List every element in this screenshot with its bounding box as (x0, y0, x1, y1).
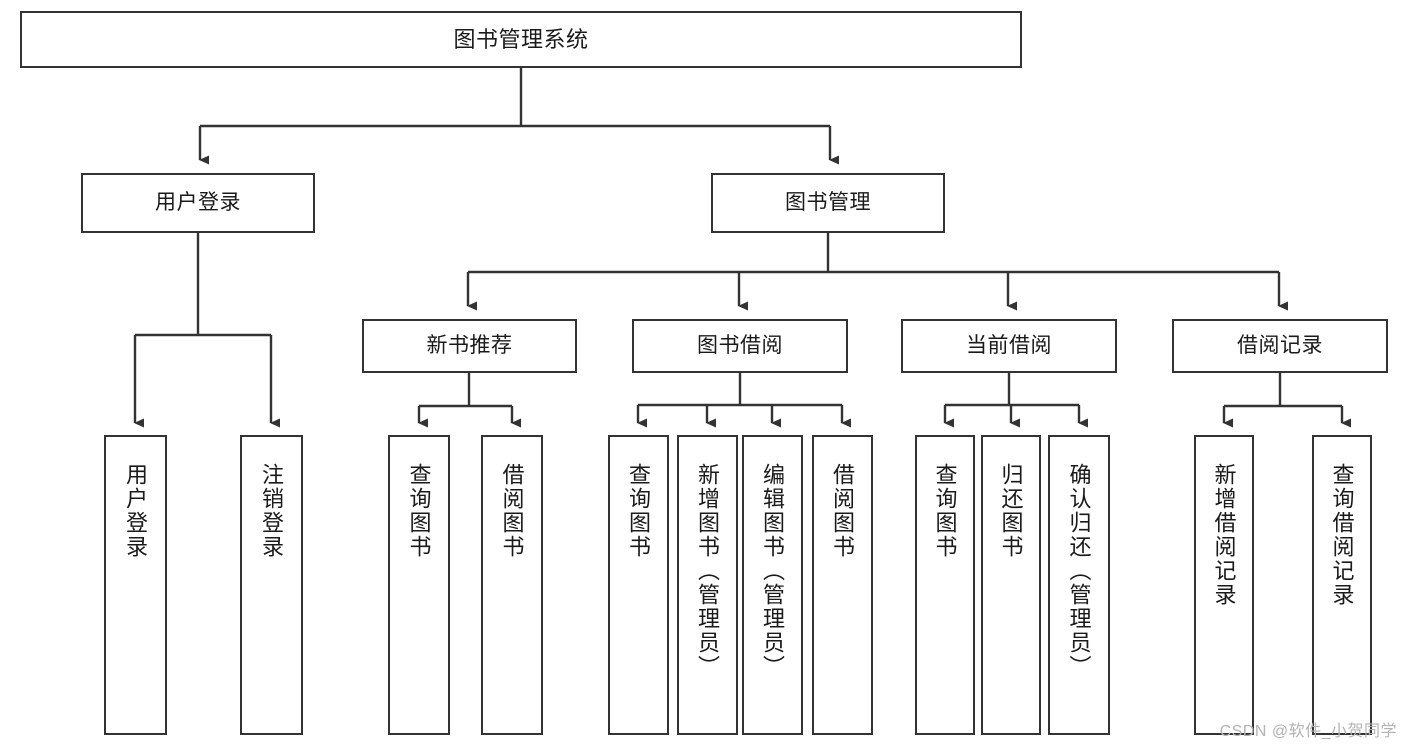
node-label: 用户登录 (123, 463, 149, 559)
node-label: 归还图书 (998, 463, 1024, 559)
watermark-text: CSDN @软件_小贺同学 (1219, 723, 1397, 740)
node-root-library-system[interactable]: 图书管理系统 (20, 11, 1022, 68)
node-label: 确认归还（管理员） (1066, 463, 1092, 679)
leaf-user-login-logout[interactable]: 注销登录 (240, 435, 303, 735)
leaf-book-borrow-query-book[interactable]: 查询图书 (608, 435, 669, 735)
leaf-book-borrow-add-book-admin[interactable]: 新增图书（管理员） (677, 435, 738, 735)
leaf-new-book-borrow-book[interactable]: 借阅图书 (481, 435, 543, 735)
node-user-login[interactable]: 用户登录 (81, 173, 315, 233)
node-book-borrow[interactable]: 图书借阅 (632, 319, 848, 373)
leaf-current-borrow-return-book[interactable]: 归还图书 (981, 435, 1041, 735)
node-label: 新增借阅记录 (1211, 463, 1237, 607)
node-label: 查询图书 (932, 463, 958, 559)
leaf-borrow-record-query-record[interactable]: 查询借阅记录 (1312, 435, 1372, 735)
node-label: 注销登录 (259, 463, 285, 559)
node-label: 图书借阅 (697, 333, 783, 357)
leaf-current-borrow-confirm-return-admin[interactable]: 确认归还（管理员） (1048, 435, 1110, 735)
node-new-book-recommend[interactable]: 新书推荐 (362, 319, 577, 373)
node-borrow-record[interactable]: 借阅记录 (1172, 319, 1388, 373)
leaf-book-borrow-borrow-book[interactable]: 借阅图书 (812, 435, 873, 735)
node-label: 编辑图书（管理员） (760, 463, 786, 679)
node-label: 借阅图书 (830, 463, 856, 559)
leaf-user-login-login[interactable]: 用户登录 (104, 435, 167, 735)
node-label: 查询图书 (406, 463, 432, 559)
node-label: 用户登录 (155, 190, 241, 214)
node-book-management[interactable]: 图书管理 (711, 173, 945, 233)
node-label: 借阅记录 (1237, 333, 1323, 357)
leaf-book-borrow-edit-book-admin[interactable]: 编辑图书（管理员） (742, 435, 803, 735)
node-label: 新增图书（管理员） (695, 463, 721, 679)
leaf-new-book-query-book[interactable]: 查询图书 (388, 435, 450, 735)
node-label: 借阅图书 (499, 463, 525, 559)
node-current-borrow[interactable]: 当前借阅 (901, 319, 1117, 373)
leaf-current-borrow-query-book[interactable]: 查询图书 (915, 435, 975, 735)
node-label: 当前借阅 (966, 333, 1052, 357)
node-label: 图书管理 (785, 190, 871, 214)
node-label: 新书推荐 (426, 333, 513, 357)
node-label: 查询图书 (626, 463, 652, 559)
node-label: 查询借阅记录 (1329, 463, 1355, 607)
node-label: 图书管理系统 (453, 26, 589, 52)
leaf-borrow-record-add-record[interactable]: 新增借阅记录 (1194, 435, 1254, 735)
